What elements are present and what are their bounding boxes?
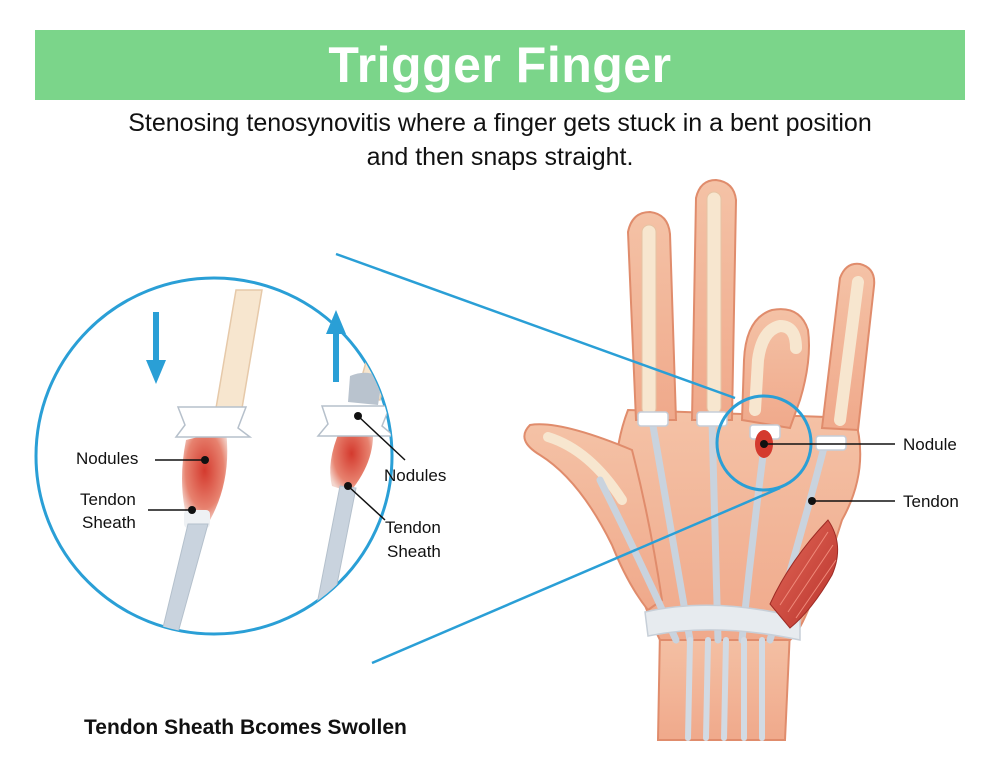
forearm-tendons	[685, 637, 765, 741]
label-right-nodules: Nodules	[384, 466, 446, 485]
label-left-nodules: Nodules	[76, 449, 138, 468]
dot-right-nodules	[354, 412, 362, 420]
label-left-sheath-2: Sheath	[82, 513, 136, 532]
dot-left-nodules	[201, 456, 209, 464]
middle-finger-tendon	[706, 191, 722, 415]
little-finger-tendon	[834, 276, 864, 426]
leader-right-sheath	[347, 485, 386, 521]
magnifier-connector-top	[335, 252, 736, 400]
subtitle-line-1: Stenosing tenosynovitis where a finger g…	[128, 109, 872, 137]
label-hand-nodule: Nodule	[903, 435, 957, 454]
muscle-fibers	[779, 531, 837, 619]
magnifier-connector-bottom	[371, 486, 781, 665]
caption: Tendon Sheath Bcomes Swollen	[84, 716, 407, 739]
hand-magnifier-circle	[715, 394, 813, 492]
carpal-ligament	[644, 604, 801, 641]
label-hand-tendon: Tendon	[903, 492, 959, 511]
dot-hand-tendon	[808, 497, 816, 505]
thumb-tendon	[543, 432, 627, 505]
dot-hand-nodule	[760, 440, 768, 448]
label-right-sheath-2: Sheath	[387, 542, 441, 561]
dot-right-sheath	[344, 482, 352, 490]
index-finger-tendon	[641, 224, 657, 416]
subtitle: Stenosing tenosynovitis where a finger g…	[60, 106, 940, 174]
thumb	[523, 423, 664, 612]
ring-finger-tendon	[749, 319, 802, 416]
label-right-sheath-1: Tendon	[385, 518, 441, 537]
title-banner: Trigger Finger	[35, 30, 965, 100]
hand-illustration	[523, 178, 876, 741]
arrow-down-icon	[146, 312, 166, 384]
page-title: Trigger Finger	[328, 37, 672, 93]
hypothenar-muscle	[769, 519, 839, 629]
arrow-up-icon	[326, 310, 346, 382]
leader-right-nodules	[357, 415, 406, 461]
dot-left-sheath	[188, 506, 196, 514]
left-tendon-assembly	[159, 289, 263, 634]
label-left-sheath-1: Tendon	[80, 490, 136, 509]
subtitle-line-2: and then snaps straight.	[366, 143, 634, 171]
